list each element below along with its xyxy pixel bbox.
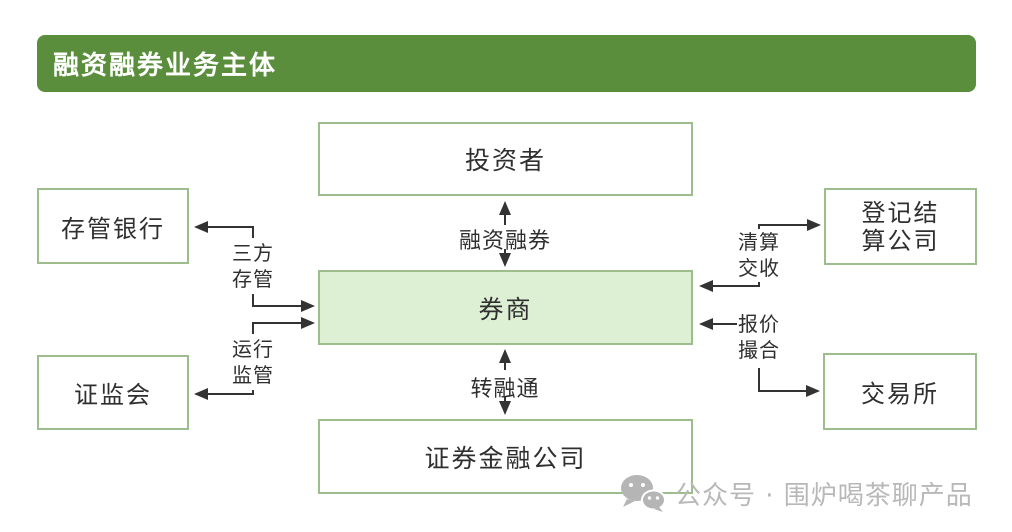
node-csrc: 证监会 — [37, 355, 189, 430]
node-registration-settlement: 登记结 算公司 — [824, 188, 977, 265]
page-title: 融资融券业务主体 — [53, 51, 278, 81]
edge-label-refinancing: 转融通 — [470, 377, 540, 402]
edge-label-clearing-settlement: 清算 交收 — [738, 230, 780, 280]
node-csrc-label: 证监会 — [74, 381, 152, 409]
node-broker: 券商 — [318, 270, 693, 345]
node-broker-label: 券商 — [478, 294, 533, 324]
wechat-icon — [621, 475, 666, 512]
watermark-text: 公众号 · 围炉喝茶聊产品 — [675, 480, 973, 511]
edge-label-third-party-custody: 三方 存管 — [232, 241, 274, 291]
node-custodian-bank-label: 存管银行 — [61, 214, 165, 243]
watermark: 公众号 · 围炉喝茶聊产品 — [618, 474, 973, 512]
node-securities-finance-label: 证券金融公司 — [424, 443, 587, 473]
node-investor: 投资者 — [318, 122, 693, 196]
node-exchange-label: 交易所 — [861, 380, 939, 408]
node-custodian-bank: 存管银行 — [37, 188, 189, 264]
node-exchange: 交易所 — [823, 353, 977, 430]
edge-label-operation-regulation: 运行 监管 — [232, 337, 274, 387]
header-bar: 融资融券业务主体 — [37, 35, 976, 92]
edge-label-quote-matching: 报价 撮合 — [738, 312, 780, 362]
node-investor-label: 投资者 — [464, 146, 546, 175]
node-registration-settlement-label: 登记结 算公司 — [861, 198, 940, 255]
edge-label-margin-trading: 融资融券 — [458, 229, 551, 254]
